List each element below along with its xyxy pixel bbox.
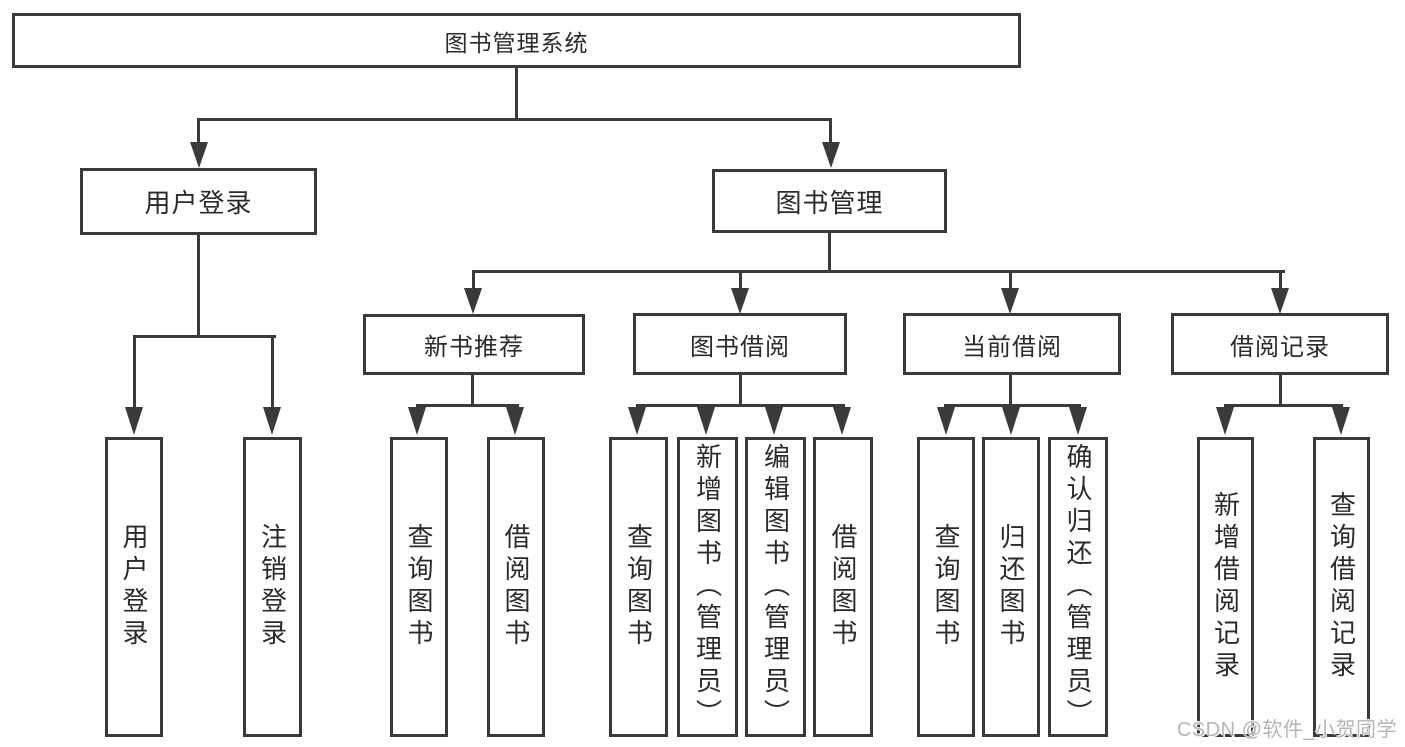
leaf-label: 编辑图书（管理员） (760, 443, 791, 731)
node-current-borrowing: 当前借阅 (903, 313, 1121, 375)
connector-line (828, 233, 831, 272)
leaf-current-confirm-return-admin: 确认归还（管理员） (1048, 437, 1108, 737)
connector-line (416, 404, 519, 407)
leaf-records-add-record: 新增借阅记录 (1197, 437, 1254, 737)
leaf-recommend-borrow-books: 借阅图书 (487, 437, 545, 737)
leaf-borrowing-add-books-admin: 新增图书（管理员） (677, 437, 738, 737)
arrow-down-icon (822, 142, 840, 168)
leaf-label: 归还图书 (996, 523, 1026, 651)
node-user-login: 用户登录 (80, 168, 317, 235)
leaf-logout-login: 注销登录 (243, 437, 302, 737)
leaf-label: 新增借阅记录 (1210, 491, 1241, 683)
arrow-down-icon (765, 407, 783, 435)
connector-line (739, 273, 742, 289)
leaf-borrowing-query-books: 查询图书 (609, 437, 668, 737)
leaf-current-query-books: 查询图书 (917, 437, 975, 737)
connector-line (1009, 273, 1012, 289)
arrow-down-icon (1002, 407, 1020, 435)
connector-line (636, 404, 845, 407)
leaf-label: 查询借阅记录 (1326, 491, 1357, 683)
connector-line (1009, 375, 1012, 407)
node-library-system: 图书管理系统 (12, 13, 1021, 68)
leaf-label: 借阅图书 (501, 523, 531, 651)
node-label: 当前借阅 (962, 333, 1062, 361)
arrow-down-icon (1216, 407, 1234, 435)
connector-line (515, 68, 518, 120)
leaf-recommend-query-books: 查询图书 (390, 437, 448, 737)
arrow-down-icon (833, 407, 851, 435)
leaf-label: 用户登录 (119, 523, 149, 651)
connector-line (944, 404, 1081, 407)
arrow-down-icon (1069, 407, 1087, 435)
csdn-watermark: CSDN @软件_小贺同学 (1176, 719, 1397, 741)
arrow-down-icon (408, 407, 426, 435)
connector-line (1224, 404, 1343, 407)
leaf-label: 查询图书 (404, 523, 434, 651)
leaf-label: 确认归还（管理员） (1063, 443, 1093, 731)
connector-line (197, 118, 832, 121)
leaf-user-login: 用户登录 (105, 437, 163, 737)
connector-line (1279, 375, 1282, 407)
arrow-down-icon (937, 407, 955, 435)
node-new-book-recommendation: 新书推荐 (363, 314, 585, 375)
leaf-borrowing-borrow-books: 借阅图书 (813, 437, 873, 737)
node-borrowing-records: 借阅记录 (1171, 313, 1389, 375)
node-book-borrowing: 图书借阅 (633, 313, 847, 375)
arrow-down-icon (125, 407, 143, 435)
leaf-current-return-books: 归还图书 (982, 437, 1040, 737)
leaf-label: 注销登录 (257, 523, 288, 651)
connector-line (472, 270, 1285, 273)
leaf-label: 新增图书（管理员） (692, 443, 723, 731)
connector-line (829, 121, 832, 143)
node-label: 借阅记录 (1230, 333, 1330, 361)
arrow-down-icon (1271, 288, 1289, 314)
arrow-down-icon (190, 142, 208, 168)
node-book-management: 图书管理 (712, 169, 947, 233)
leaf-records-query-record: 查询借阅记录 (1313, 437, 1370, 737)
leaf-borrowing-edit-books-admin: 编辑图书（管理员） (745, 437, 806, 737)
connector-line (133, 335, 276, 338)
node-label: 用户登录 (144, 188, 253, 218)
arrow-down-icon (628, 407, 646, 435)
connector-line (197, 235, 200, 337)
node-label: 图书管理 (775, 187, 884, 218)
connector-line (133, 338, 136, 408)
arrow-down-icon (1001, 288, 1019, 314)
arrow-down-icon (464, 288, 482, 314)
connector-line (739, 375, 742, 407)
leaf-label: 查询图书 (931, 523, 961, 651)
node-label: 图书管理系统 (444, 29, 589, 56)
arrow-down-icon (1332, 407, 1350, 435)
node-label: 图书借阅 (690, 333, 790, 361)
node-label: 新书推荐 (424, 334, 524, 361)
connector-line (472, 273, 475, 289)
connector-line (197, 121, 200, 143)
connector-line (471, 375, 474, 407)
arrow-down-icon (731, 288, 749, 314)
arrow-down-icon (263, 407, 281, 435)
arrow-down-icon (697, 407, 715, 435)
leaf-label: 借阅图书 (828, 523, 858, 651)
leaf-label: 查询图书 (623, 523, 654, 651)
connector-line (1279, 273, 1282, 289)
connector-line (271, 338, 274, 408)
arrow-down-icon (506, 407, 524, 435)
